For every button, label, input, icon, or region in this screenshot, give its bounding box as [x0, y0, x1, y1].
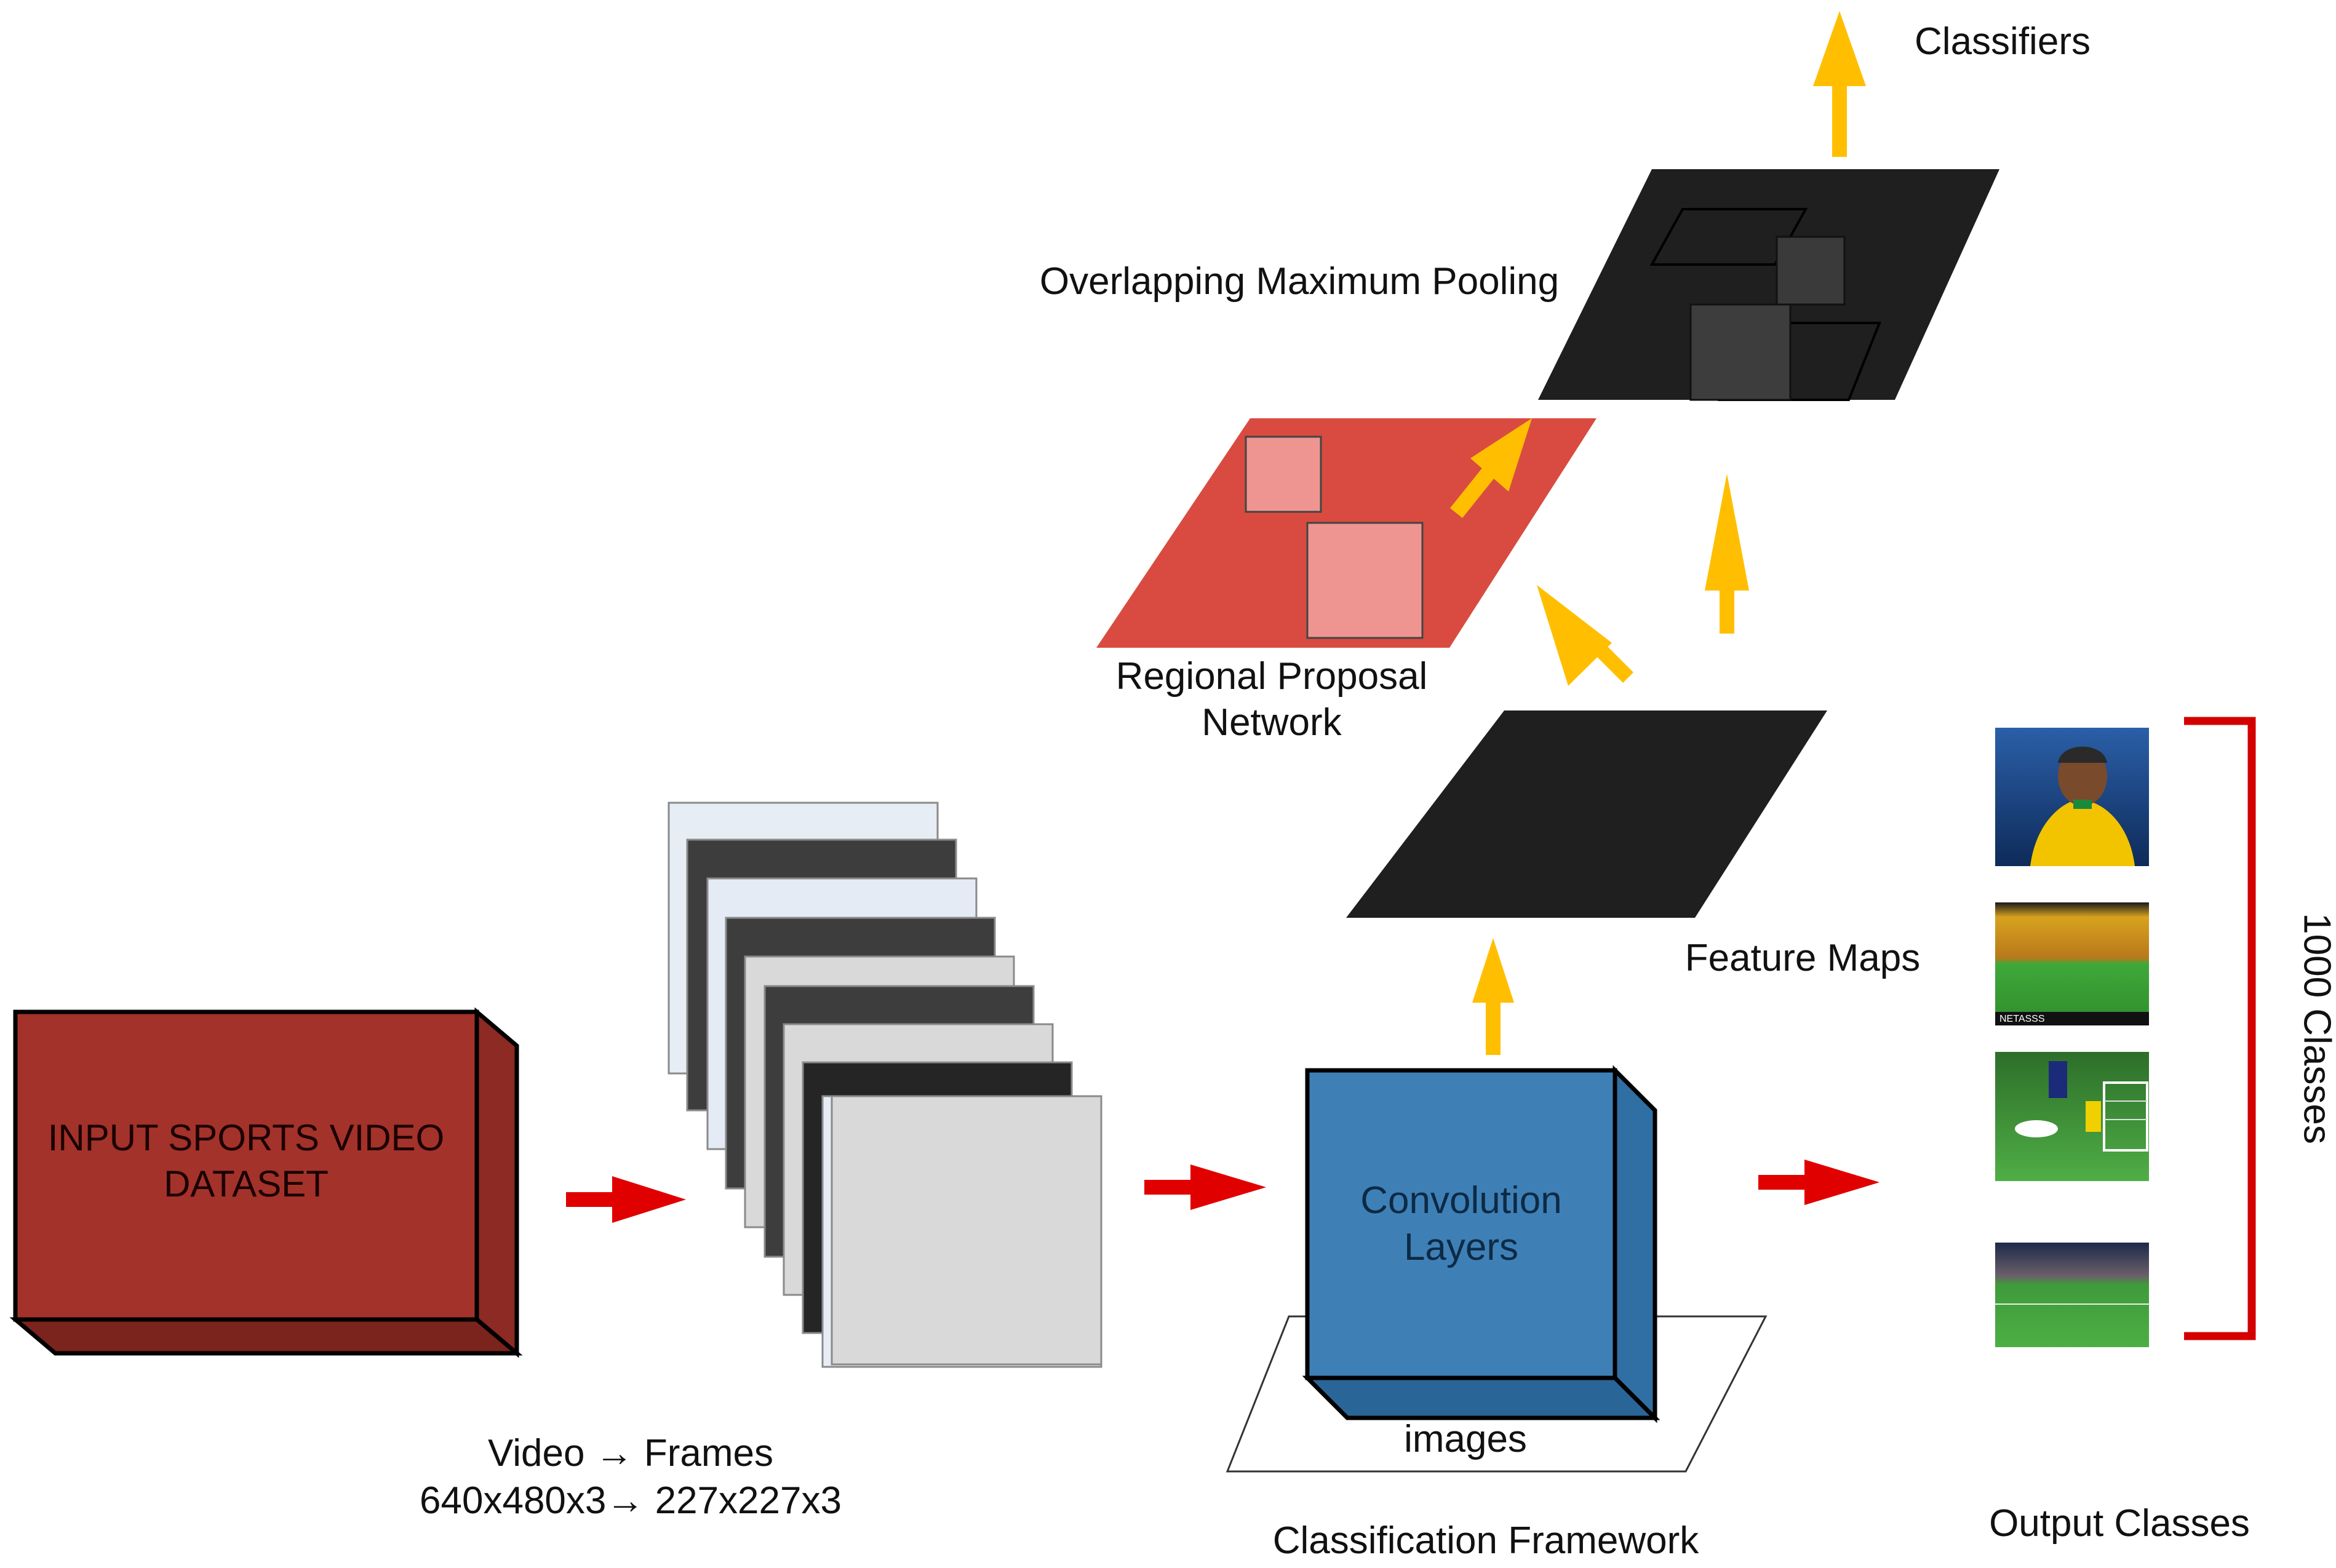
- red-arrow-conv-to-output: [1758, 1160, 1880, 1205]
- thumbnail-stadium: NETASSS: [1995, 902, 2149, 1025]
- pooling-square-large: [1689, 303, 1792, 401]
- pooling-window-outline-1: [1649, 208, 1808, 266]
- thumbnail-stadium-caption: NETASSS: [1999, 1014, 2045, 1024]
- conv-label-line2: Layers: [1404, 1226, 1518, 1268]
- feature-maps-label: Feature Maps: [1685, 937, 1921, 979]
- yellow-arrow-conv-to-feature: [1472, 938, 1514, 1055]
- conv-label-line1: Convolution: [1360, 1179, 1561, 1222]
- rpn-label-line2: Network: [1202, 701, 1342, 744]
- thumbnail-pitch: [1995, 1243, 2149, 1353]
- frame-stack: [668, 802, 1102, 1368]
- frames-caption-line1: Video → Frames: [488, 1432, 773, 1474]
- feature-maps-plane: [1346, 710, 1827, 918]
- pooling-plane: [1538, 169, 1999, 401]
- classes-bracket: [2184, 717, 2256, 1340]
- classes-count-label: 1000 Classes: [2296, 913, 2336, 1144]
- frame-10: [831, 1095, 1102, 1366]
- yellow-arrow-rpn-to-pooling: [1450, 418, 1532, 518]
- frames-caption-line2: 640x480x3→ 227x227x3: [420, 1479, 842, 1522]
- rpn-plane: [1096, 418, 1597, 648]
- rpn-square-large: [1306, 522, 1424, 639]
- rpn-square-small: [1245, 436, 1322, 513]
- input-box-label-line1: INPUT SPORTS VIDEO: [48, 1117, 445, 1158]
- output-classes-label: Output Classes: [1989, 1502, 2250, 1545]
- thumbnail-goal: [1995, 1052, 2149, 1181]
- yellow-arrow-feature-to-pooling: [1705, 474, 1749, 634]
- yellow-arrow-pooling-to-classifiers: [1813, 11, 1866, 157]
- input-box-label-line2: DATASET: [164, 1163, 329, 1204]
- thumbnail-player: [1995, 728, 2149, 866]
- red-arrow-input-to-frames: [566, 1176, 686, 1223]
- rpn-label-line1: Regional Proposal: [1116, 655, 1428, 698]
- red-arrow-frames-to-conv: [1144, 1164, 1266, 1210]
- pooling-square-small: [1776, 236, 1846, 306]
- pooling-label: Overlapping Maximum Pooling: [1040, 260, 1559, 303]
- convolution-layers-box: Convolution Layers: [1302, 1065, 1660, 1423]
- classifiers-label: Classifiers: [1915, 20, 2091, 63]
- images-label: images: [1404, 1418, 1527, 1460]
- input-dataset-box: INPUT SPORTS VIDEO DATASET: [9, 1007, 523, 1358]
- yellow-arrow-feature-to-rpn: [1537, 585, 1633, 686]
- classification-framework-label: Classification Framework: [1273, 1519, 1700, 1562]
